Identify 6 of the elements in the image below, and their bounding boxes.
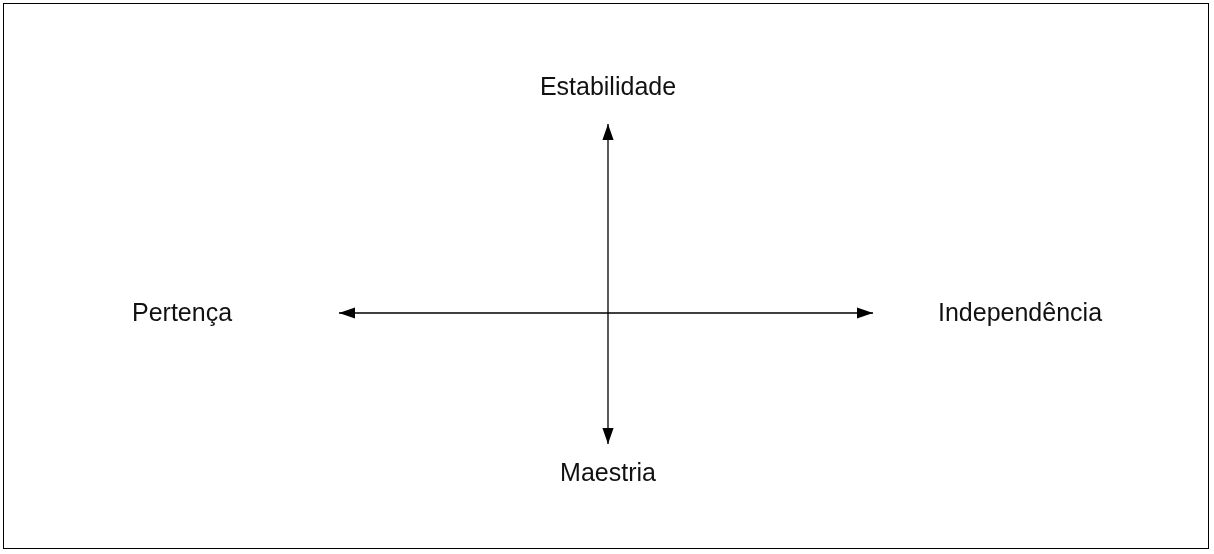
axis-label: Pertença [132,296,340,328]
axis-label: Independência [872,296,1152,328]
axis-label: Maestria [508,443,708,487]
double-arrow [338,307,874,319]
axis-label: Estabilidade [508,72,708,125]
double-arrow [602,123,614,445]
